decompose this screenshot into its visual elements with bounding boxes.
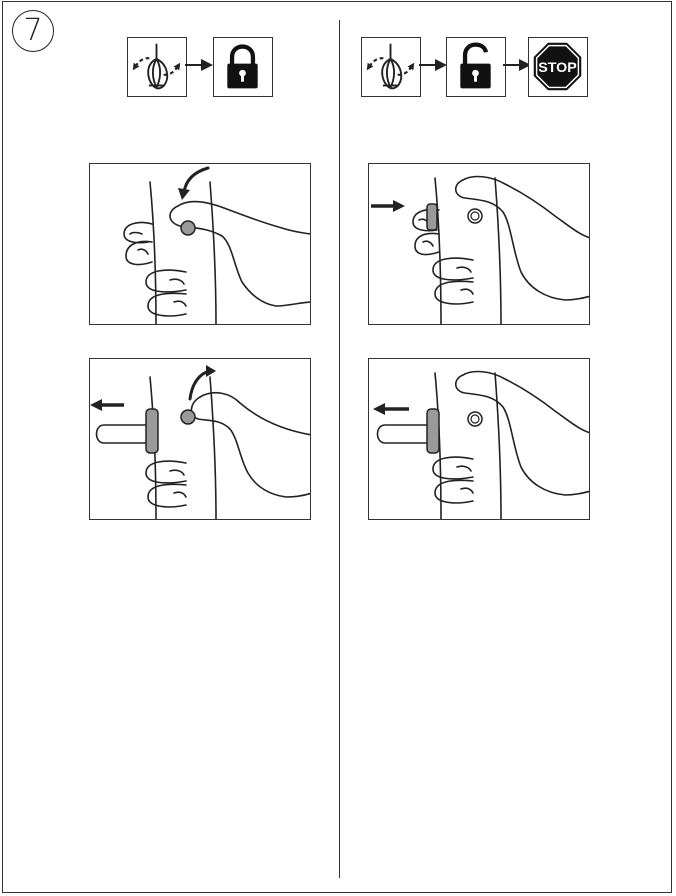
stop-sign-label: STOP: [538, 60, 577, 76]
arrow-right-icon: [419, 58, 447, 72]
lock-closed-icon: [213, 37, 273, 97]
column-divider: [339, 20, 340, 878]
step-number: 7: [23, 16, 42, 46]
whisk-rotating-icon: [127, 37, 187, 97]
lock-open-icon: [446, 37, 506, 97]
step-number-badge: 7: [12, 10, 54, 52]
stop-sign-icon: STOP: [528, 37, 588, 97]
release-switch-illustration: [368, 358, 590, 520]
press-switch-illustration: [368, 163, 590, 325]
release-lock-button-illustration: [89, 358, 311, 520]
whisk-rotating-icon: [361, 37, 421, 97]
arrow-right-icon: [185, 58, 213, 72]
press-lock-button-illustration: [89, 163, 311, 325]
arrow-right-icon: [503, 58, 531, 72]
